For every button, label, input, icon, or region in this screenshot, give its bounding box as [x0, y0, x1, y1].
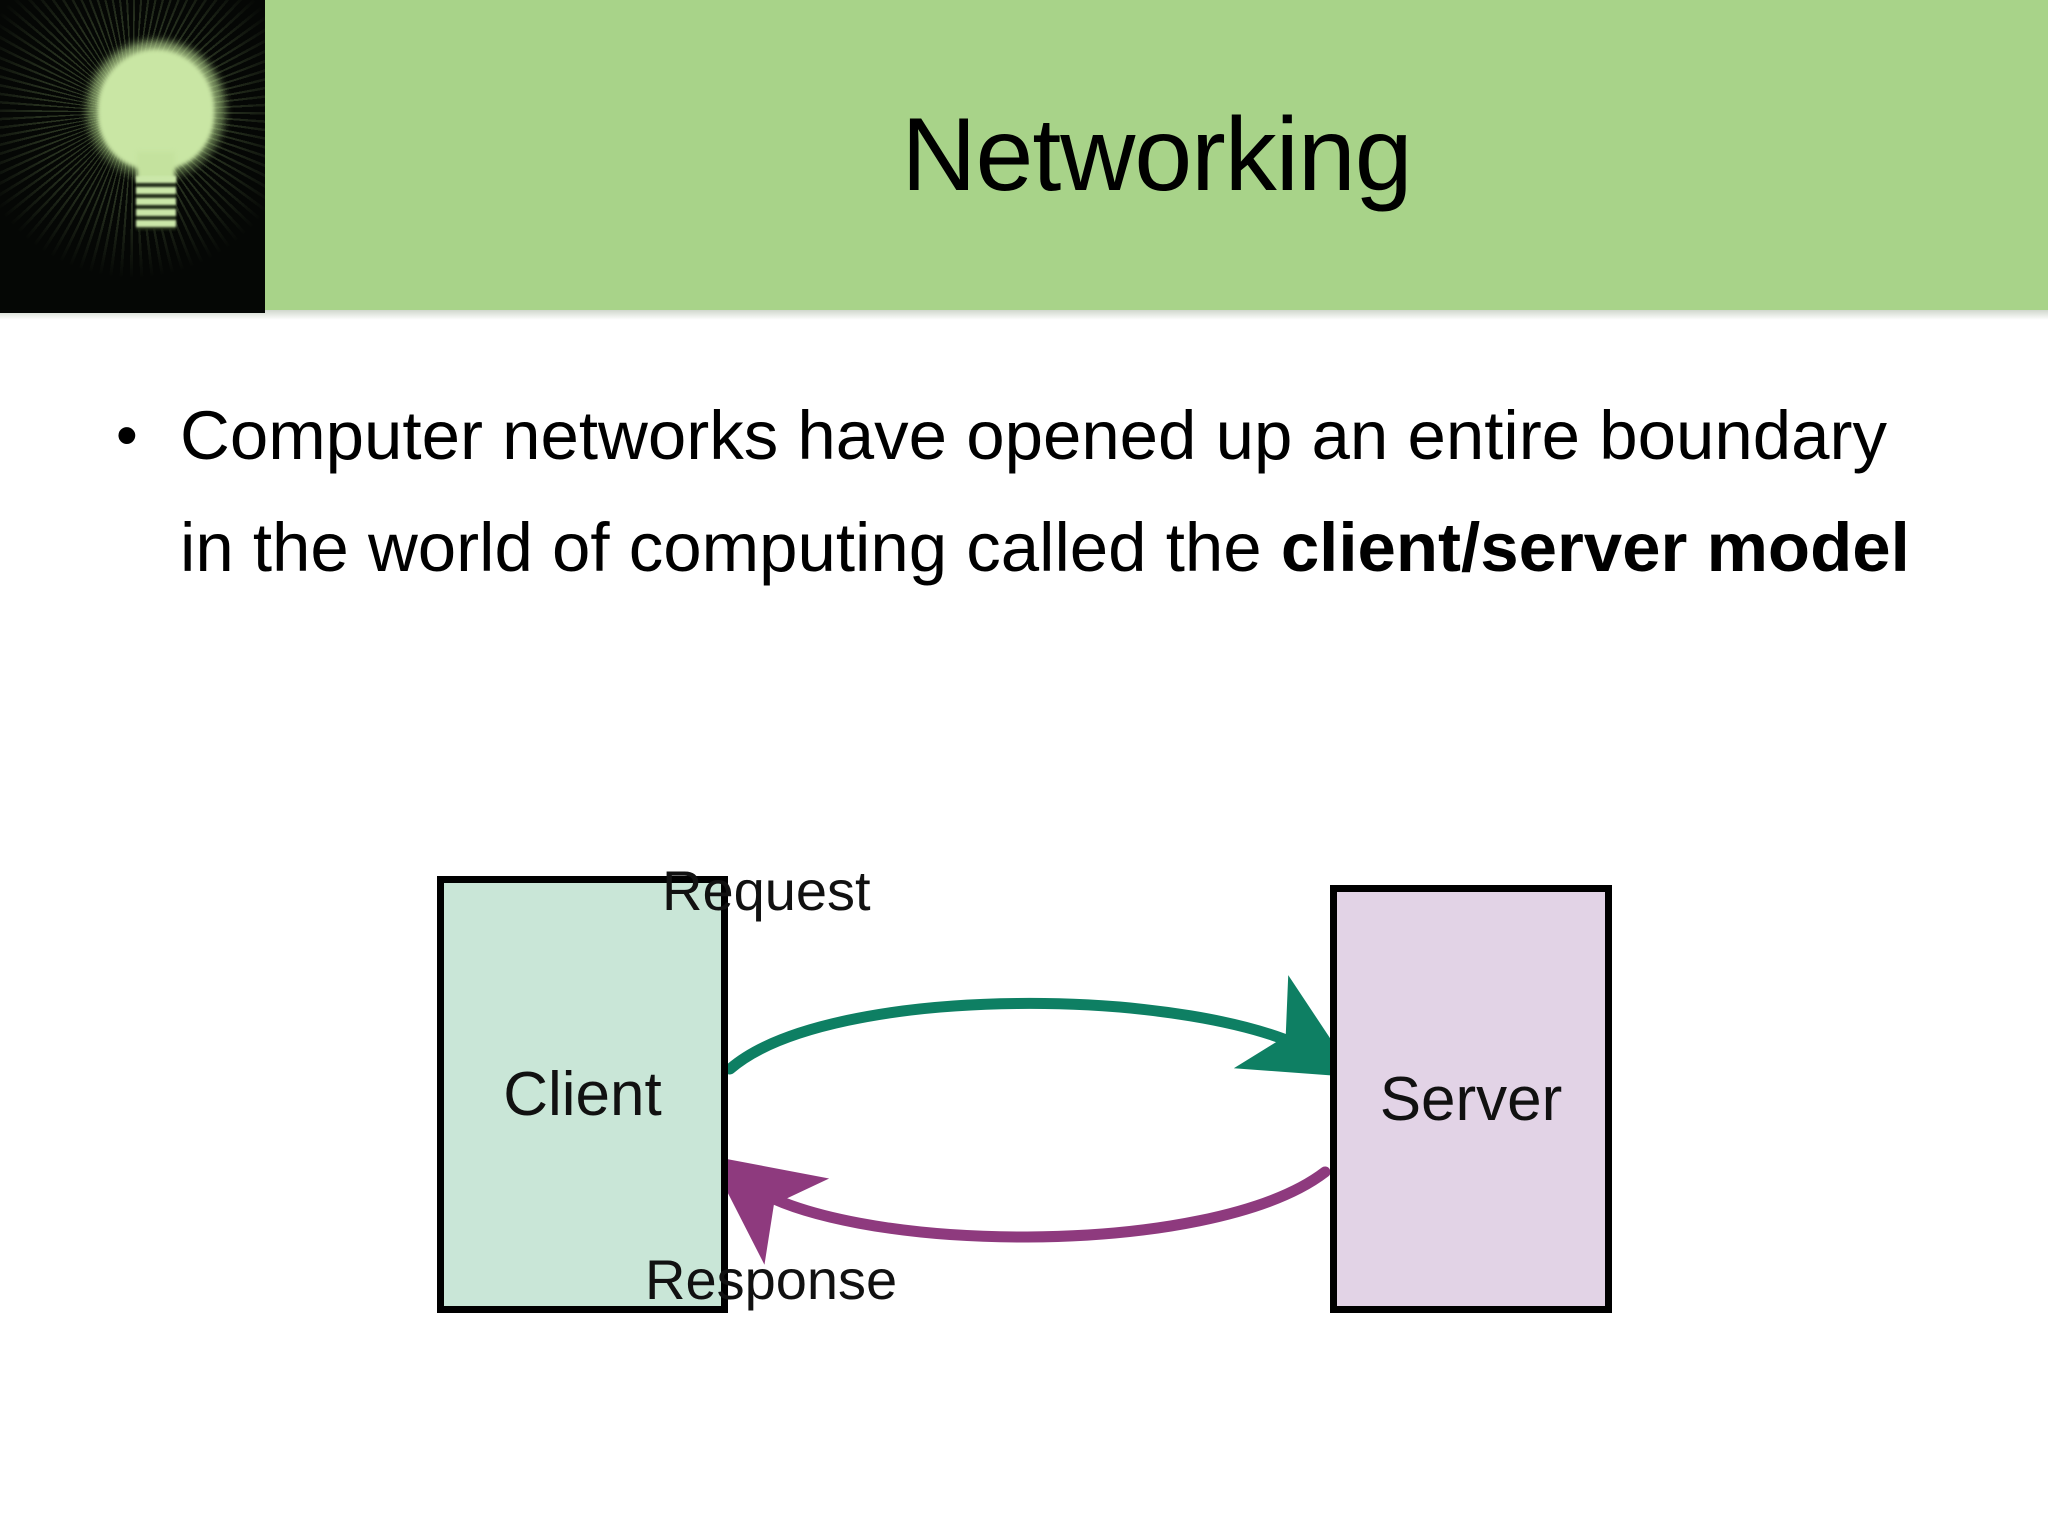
lightbulb-globe-icon [98, 50, 214, 170]
lightbulb-base-icon [136, 176, 176, 230]
lightbulb-image [0, 0, 265, 313]
header-banner [0, 0, 2048, 310]
slide-body: • Computer networks have opened up an en… [110, 380, 1970, 604]
diagram-node-client-label: Client [503, 1060, 662, 1129]
diagram-node-client: Client [437, 876, 728, 1313]
bullet-text: Computer networks have opened up an enti… [180, 380, 1920, 604]
response-arrow [708, 1155, 1331, 1265]
slide-title: Networking [901, 96, 1412, 213]
header-banner-shadow [0, 310, 2048, 320]
request-edge-label: Request [662, 859, 871, 922]
diagram-node-server-label: Server [1379, 1064, 1563, 1134]
bullet-text-plain: Computer networks have opened up an enti… [180, 397, 1887, 586]
client-server-diagram: Client Server Request Response [400, 850, 1700, 1370]
diagram-node-server: Server [1330, 885, 1612, 1313]
diagram-arrows [708, 975, 1357, 1265]
request-arrow [724, 975, 1357, 1078]
bullet-item: • Computer networks have opened up an en… [110, 380, 1970, 604]
bullet-text-emphasis: client/server model [1280, 509, 1910, 586]
bullet-marker: • [116, 401, 138, 470]
response-edge-label: Response [645, 1248, 898, 1311]
